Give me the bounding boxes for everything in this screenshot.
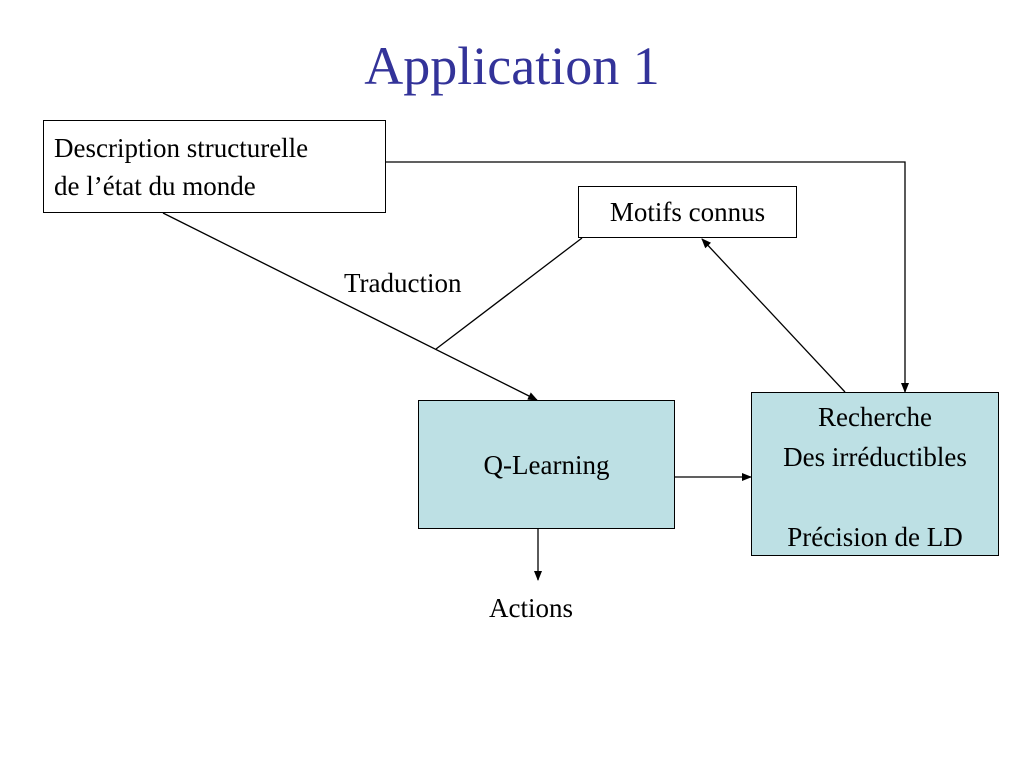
node-recherche-spacer: [752, 477, 998, 517]
edge-recherche-to-motifs: [701, 238, 846, 393]
node-recherche-line4: Précision de LD: [787, 522, 963, 552]
edge-description-to-recherche: [386, 161, 909, 393]
node-recherche: Recherche Des irréductibles Précision de…: [751, 392, 999, 556]
slide-title: Application 1: [364, 36, 660, 96]
node-recherche-line2: Des irréductibles: [783, 442, 967, 472]
node-motifs: Motifs connus: [578, 186, 797, 238]
node-description: Description structurelle de l’état du mo…: [43, 120, 386, 213]
node-description-line2: de l’état du monde: [54, 171, 256, 201]
node-recherche-line1: Recherche: [818, 402, 932, 432]
edge-motifs-to-traduction: [435, 237, 583, 350]
node-description-line1: Description structurelle: [54, 133, 309, 163]
label-actions: Actions: [489, 593, 573, 623]
node-qlearning-label: Q-Learning: [483, 449, 610, 480]
edge-description-to-qlearning: [162, 212, 538, 401]
node-qlearning: Q-Learning: [418, 400, 675, 529]
label-traduction: Traduction: [344, 268, 462, 298]
